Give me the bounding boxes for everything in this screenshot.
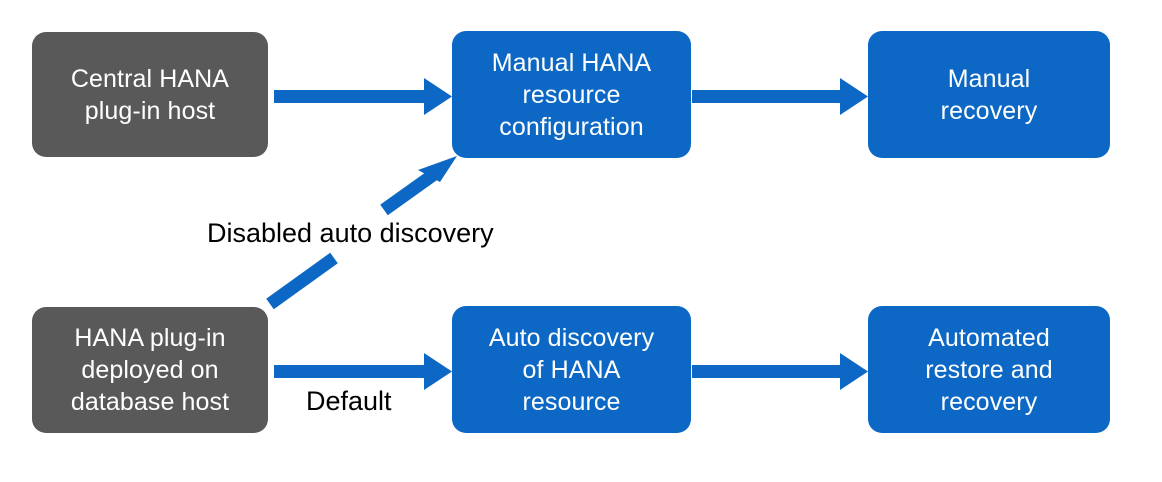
arrow-central-host-to-manual-config [274,78,452,115]
node-label: Auto discovery of HANA resource [488,323,655,416]
edge-label-default: Default [306,386,392,416]
edge-label-disabled-auto-discovery: Disabled auto discovery [207,218,494,248]
node-hana-plugin-deployed-on-database-host[interactable]: HANA plug-in deployed on database host [32,307,268,433]
node-label: Manual HANA resource configuration [491,48,652,141]
node-automated-restore-and-recovery[interactable]: Automated restore and recovery [868,306,1110,433]
node-label: Manual recovery [940,64,1038,125]
arrow-auto-discovery-to-automated-recovery [692,353,868,390]
node-central-hana-plugin-host[interactable]: Central HANA plug-in host [32,32,268,157]
arrow-database-host-to-auto-discovery [274,353,452,390]
node-manual-hana-resource-configuration[interactable]: Manual HANA resource configuration [452,31,691,158]
node-label: Automated restore and recovery [925,323,1053,416]
node-label: HANA plug-in deployed on database host [70,324,230,416]
arrow-manual-config-to-manual-recovery [692,78,868,115]
node-manual-recovery[interactable]: Manual recovery [868,31,1110,158]
node-label: Central HANA plug-in host [70,64,230,125]
node-auto-discovery-of-hana-resource[interactable]: Auto discovery of HANA resource [452,306,691,433]
